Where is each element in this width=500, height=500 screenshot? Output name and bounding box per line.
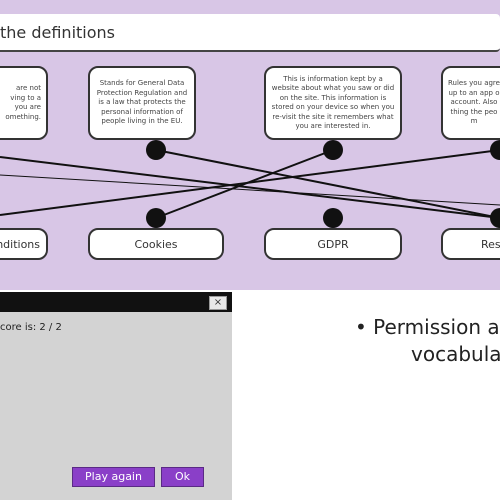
slide-bullet-line-1: • Permission a: [355, 315, 500, 339]
match-line-2: [155, 149, 500, 219]
definition-card-4[interactable]: Rules you agre up to an app o account. A…: [441, 66, 500, 140]
definition-text-4: Rules you agre up to an app o account. A…: [448, 79, 500, 126]
definition-card-1[interactable]: are not ving to a you are omething.: [0, 66, 48, 140]
play-again-button[interactable]: Play again: [72, 467, 155, 487]
connector-dot-bottom-3[interactable]: [323, 208, 343, 228]
connector-dot-bottom-2[interactable]: [146, 208, 166, 228]
slide-bullet-line-2: vocabula: [411, 342, 500, 366]
term-label-3: GDPR: [317, 237, 349, 251]
connector-dot-top-3[interactable]: [323, 140, 343, 160]
term-card-gdpr[interactable]: GDPR: [264, 228, 402, 260]
matching-activity: the definitions are not ving to a you ar…: [0, 0, 500, 290]
match-line-1: [0, 156, 500, 219]
connector-dot-top-2[interactable]: [146, 140, 166, 160]
activity-header: the definitions: [0, 14, 500, 52]
term-card-cookies[interactable]: Cookies: [88, 228, 224, 260]
definition-text-2: Stands for General Data Protection Regul…: [96, 79, 188, 126]
match-lines: [0, 140, 500, 228]
activity-title: the definitions: [0, 23, 115, 42]
term-label-2: Cookies: [134, 237, 178, 251]
dialog-title-bar: [0, 292, 232, 312]
ok-button[interactable]: Ok: [161, 467, 204, 487]
score-dialog: [0, 292, 232, 500]
close-icon[interactable]: ×: [209, 296, 227, 310]
term-card-conditions[interactable]: nditions: [0, 228, 48, 260]
definition-card-3[interactable]: This is information kept by a website ab…: [264, 66, 402, 140]
definition-text-1: are not ving to a you are omething.: [5, 84, 41, 121]
definition-card-2[interactable]: Stands for General Data Protection Regul…: [88, 66, 196, 140]
definition-text-3: This is information kept by a website ab…: [271, 74, 395, 131]
term-card-res[interactable]: Res: [441, 228, 500, 260]
match-line-4: [0, 149, 500, 216]
term-label-1: nditions: [0, 237, 40, 251]
term-label-4: Res: [481, 237, 500, 251]
connector-dot-bottom-4[interactable]: [490, 208, 500, 228]
match-line-5: [0, 174, 500, 206]
score-text: core is: 2 / 2: [0, 322, 62, 333]
connector-dot-top-4[interactable]: [490, 140, 500, 160]
